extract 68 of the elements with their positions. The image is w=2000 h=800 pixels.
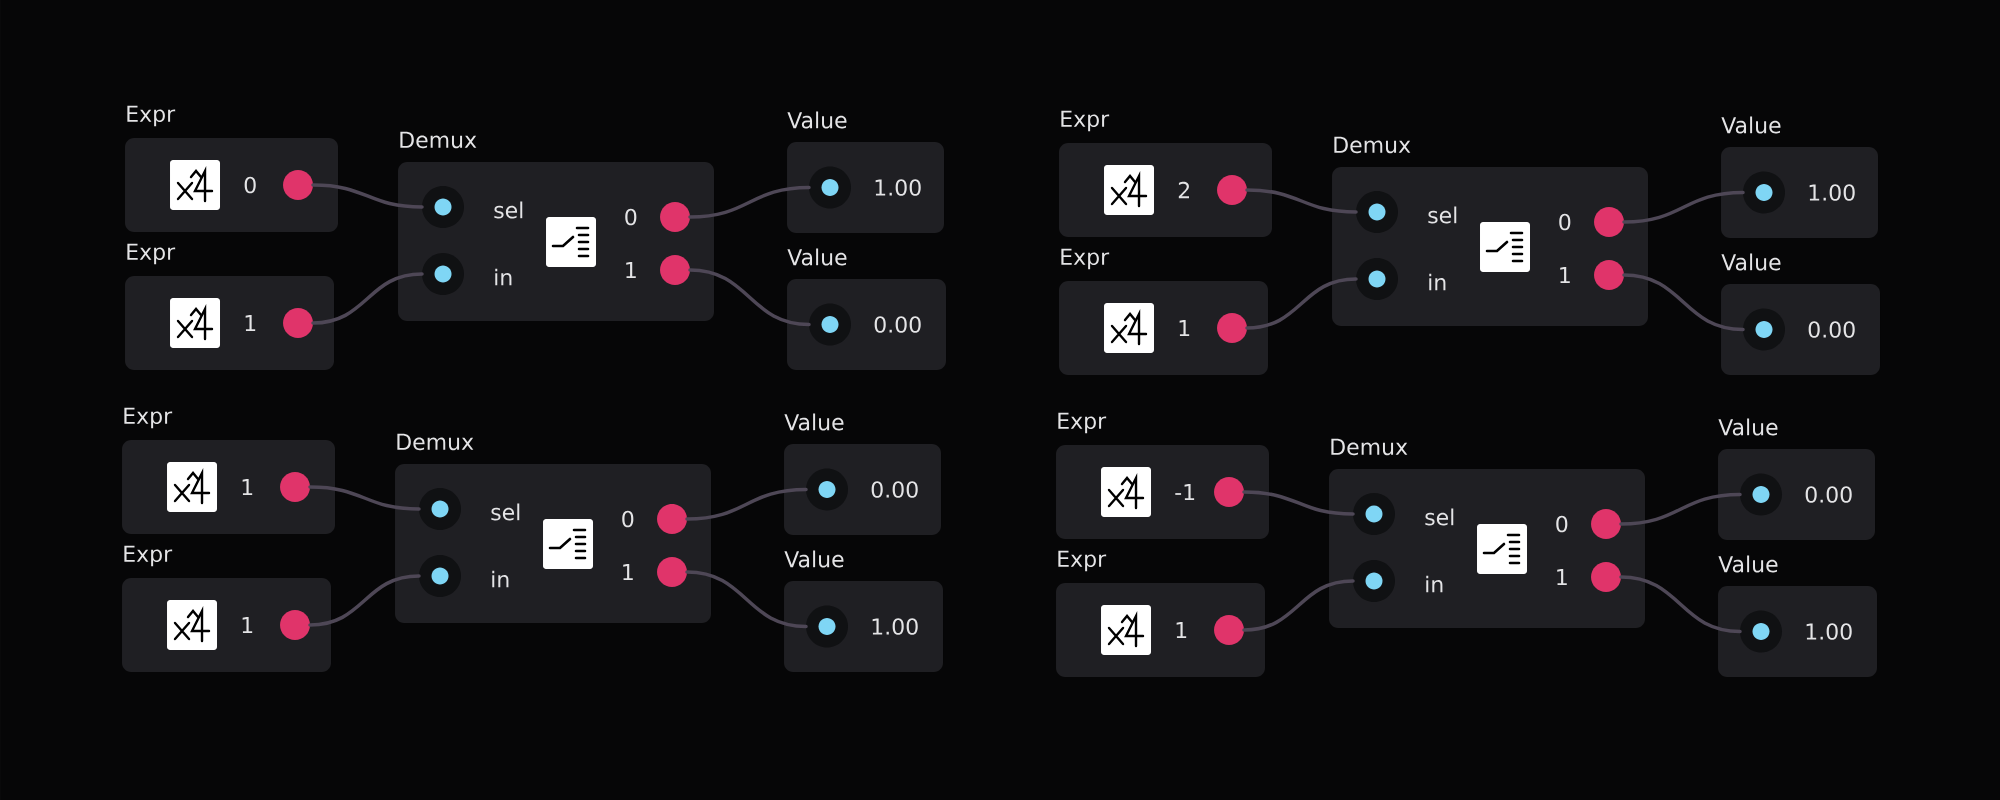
port-label: sel [1425,508,1454,526]
port-label: 0 [622,510,634,528]
node-title: Demux [1331,438,1408,456]
port-label: 1 [626,261,636,278]
value-label: 1 [245,314,256,331]
value-label: 1.00 [1806,623,1852,640]
node-title: Expr [1058,550,1107,572]
node-title: Expr [1058,412,1107,434]
wire [685,487,808,521]
node-title: Value [784,413,844,431]
value-label: 2 [1178,181,1189,199]
wire [1619,492,1742,526]
value-label: -1 [1175,483,1195,500]
value-label: 0 [244,176,256,194]
port-label: 1 [1557,568,1567,585]
value-label: 1.00 [875,179,921,196]
wire [308,485,421,511]
value-label: 1 [1179,319,1190,336]
wire [1622,190,1745,224]
node-title: Value [787,111,847,129]
node-title: Value [784,550,844,568]
wire [1242,579,1355,632]
wire [311,272,424,325]
value-label: 0.00 [871,481,918,498]
node-title: Expr [1061,248,1110,270]
value-label: 1.00 [872,618,918,635]
wire [1619,575,1742,634]
node-title: Expr [1061,110,1110,132]
value-label: 1 [1176,621,1187,638]
wire [308,574,421,627]
node-title: Value [1718,555,1778,573]
port-label: sel [494,201,523,219]
value-label: 0.00 [874,316,921,333]
value-label: 1 [242,616,253,633]
port-label: sel [491,503,520,521]
port-label: 0 [1556,515,1568,533]
wire [685,570,808,629]
port-label: 0 [625,208,637,226]
node-title: Demux [400,131,477,149]
port-label: 1 [1560,266,1570,283]
node-title: Value [1718,418,1778,436]
value-label: 0.00 [1808,321,1855,338]
node-title: Value [1721,116,1781,134]
wire [1245,188,1358,214]
node-title: Demux [1334,136,1411,154]
node-title: Expr [127,105,176,127]
port-label: in [495,268,512,286]
value-label: 0.00 [1805,486,1852,503]
node-title: Demux [397,433,474,451]
port-label: in [492,570,509,588]
node-title: Expr [124,407,173,429]
value-label: 1.00 [1809,184,1855,201]
wire [311,183,424,209]
wire [1622,273,1745,332]
value-label: 1 [242,478,253,495]
wire [1245,277,1358,330]
port-label: 0 [1559,213,1571,231]
wire [688,268,811,327]
port-label: in [1429,273,1446,291]
port-label: in [1426,575,1443,593]
node-title: Value [787,248,847,266]
port-label: 1 [623,563,633,580]
node-title: Value [1721,253,1781,271]
wire [688,185,811,219]
wire [1242,490,1355,516]
port-label: sel [1428,206,1457,224]
node-title: Expr [127,243,176,265]
node-title: Expr [124,545,173,567]
